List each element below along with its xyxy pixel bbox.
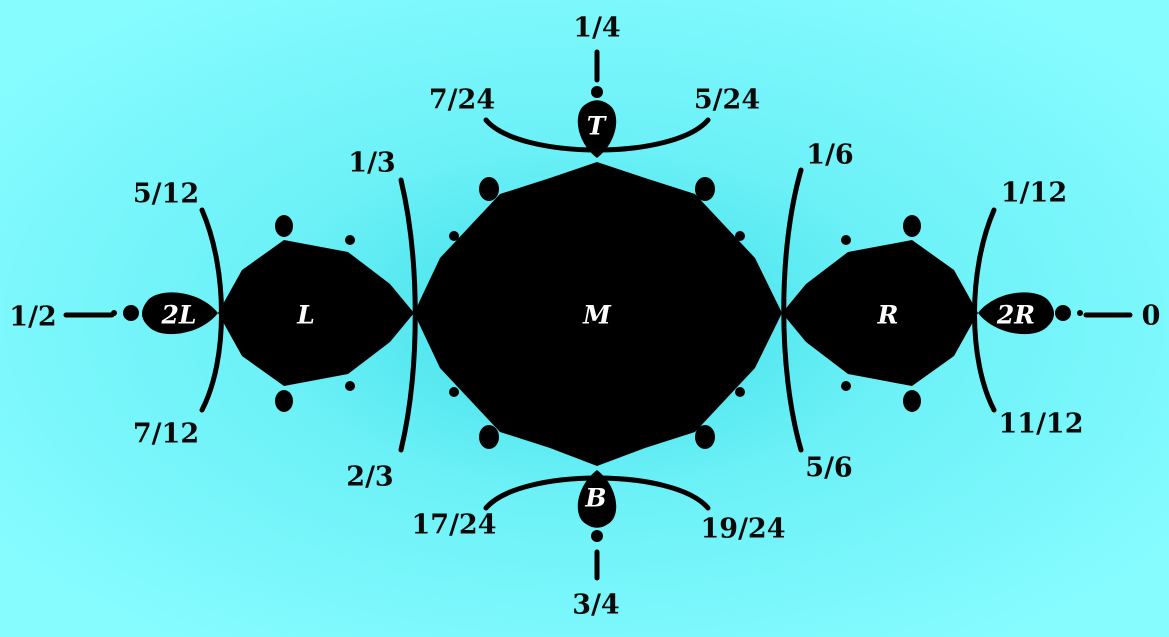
angle-label: 1/12 xyxy=(1000,177,1068,209)
angle-label: 3/4 xyxy=(572,589,620,621)
region-label-2l: 2L xyxy=(161,300,197,330)
angle-label: 1/4 xyxy=(573,12,621,44)
body-b xyxy=(577,470,617,528)
angle-label: 19/24 xyxy=(700,513,786,545)
angle-label: 7/12 xyxy=(132,418,200,450)
angle-label: 5/12 xyxy=(132,178,200,210)
separator-arcs xyxy=(199,117,997,511)
separator-lines xyxy=(63,49,1133,581)
angle-label: 1/3 xyxy=(348,147,396,179)
region-label-t: T xyxy=(586,111,606,141)
angle-label: 0 xyxy=(1141,300,1161,332)
body-l xyxy=(218,240,414,386)
region-label-r: R xyxy=(877,300,899,330)
arc-1-12-11-12 xyxy=(972,207,997,413)
arc-5-12-7-12 xyxy=(199,207,224,413)
angle-label: 11/12 xyxy=(998,408,1084,440)
angle-label: 1/2 xyxy=(9,301,57,333)
angle-label: 7/24 xyxy=(428,84,496,116)
body-r xyxy=(782,240,978,386)
angle-label: 2/3 xyxy=(346,461,394,493)
main-body-m xyxy=(414,162,782,466)
body-2r xyxy=(978,292,1054,335)
angle-label: 17/24 xyxy=(411,509,497,541)
angle-label: 5/6 xyxy=(805,452,853,484)
satellite-buds xyxy=(111,86,1083,542)
region-label-l: L xyxy=(297,300,315,330)
region-label-m: M xyxy=(583,300,611,330)
body-t xyxy=(577,100,617,158)
region-label-2r: 2R xyxy=(996,300,1036,330)
region-label-b: B xyxy=(585,483,607,513)
arc-1-6-5-6 xyxy=(781,167,804,453)
body-2l xyxy=(142,292,218,335)
arc-1-3-2-3 xyxy=(398,177,418,453)
angle-label: 5/24 xyxy=(693,84,761,116)
angle-label: 1/6 xyxy=(806,139,854,171)
arc-bottom xyxy=(483,475,711,511)
arc-top xyxy=(483,117,711,153)
